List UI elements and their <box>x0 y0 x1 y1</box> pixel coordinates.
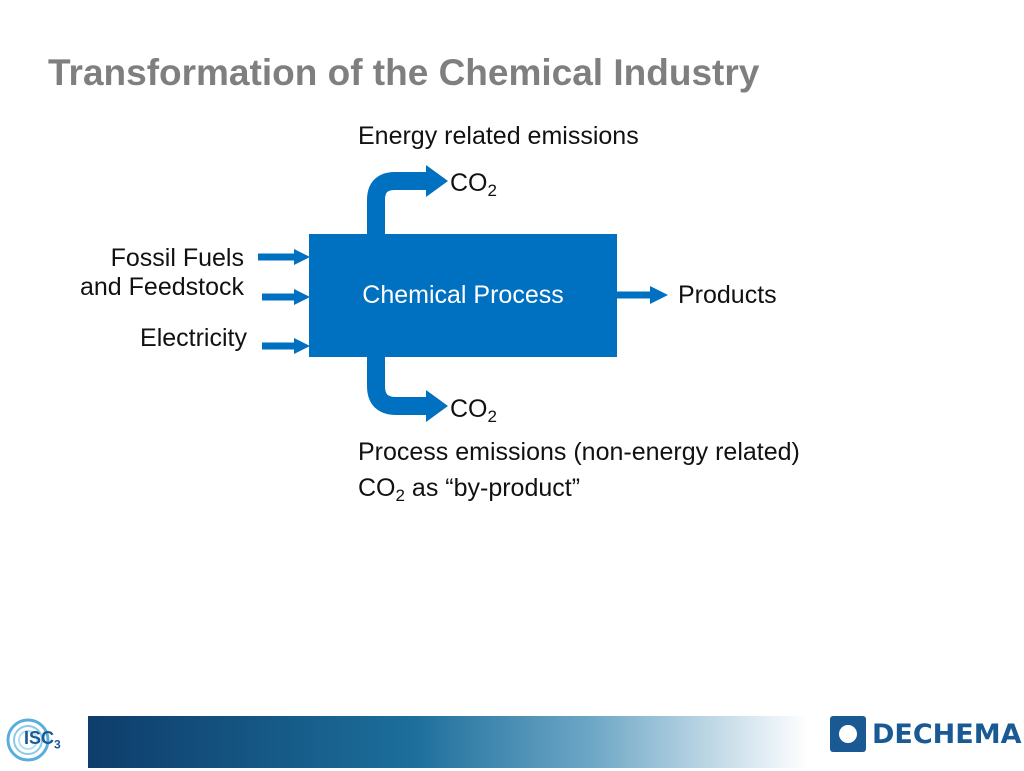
co2-top-subscript: 2 <box>487 181 497 200</box>
footer-gradient-bar <box>88 716 808 768</box>
isc-sub: 3 <box>54 737 61 752</box>
isc-text: ISC <box>24 728 55 748</box>
byproduct-co: CO <box>358 474 396 502</box>
chemical-process-box: Chemical Process <box>309 234 617 357</box>
co2-bottom-subscript: 2 <box>487 407 497 426</box>
co2-top-label: CO2 <box>450 169 497 200</box>
isc3-logo-text: ISC3 <box>24 728 61 752</box>
input-arrow-fossil <box>258 249 310 265</box>
process-emissions-label: Process emissions (non-energy related) <box>358 438 800 466</box>
byproduct-subscript: 2 <box>395 486 405 505</box>
output-arrow-products <box>617 286 668 304</box>
co2-bottom-arrow <box>367 355 448 422</box>
input-arrow-electricity <box>262 338 310 354</box>
dechema-mark-icon <box>830 716 866 752</box>
byproduct-label: CO2 as “by-product” <box>358 474 581 505</box>
isc3-logo: ISC3 <box>4 714 84 766</box>
co2-top-arrow <box>367 165 448 236</box>
electricity-label: Electricity <box>140 324 247 352</box>
co2-bottom-label: CO2 <box>450 395 497 426</box>
fossil-fuels-line1: Fossil Fuels <box>110 244 244 272</box>
energy-emissions-label: Energy related emissions <box>358 122 639 150</box>
input-arrow-feedstock <box>262 289 310 305</box>
isc3-logo-graphic <box>6 718 50 762</box>
co2-bottom-main: CO <box>450 395 488 423</box>
dechema-logo: DECHEMA <box>830 714 1021 754</box>
byproduct-rest: as “by-product” <box>404 474 581 502</box>
slide-title: Transformation of the Chemical Industry <box>48 52 760 93</box>
fossil-fuels-line2: and Feedstock <box>80 272 244 301</box>
fossil-fuels-label: Fossil Fuels and Feedstock <box>80 244 244 302</box>
chemical-process-label: Chemical Process <box>362 281 564 309</box>
dechema-logo-text: DECHEMA <box>872 718 1022 750</box>
products-label: Products <box>678 281 777 309</box>
co2-top-main: CO <box>450 169 488 197</box>
